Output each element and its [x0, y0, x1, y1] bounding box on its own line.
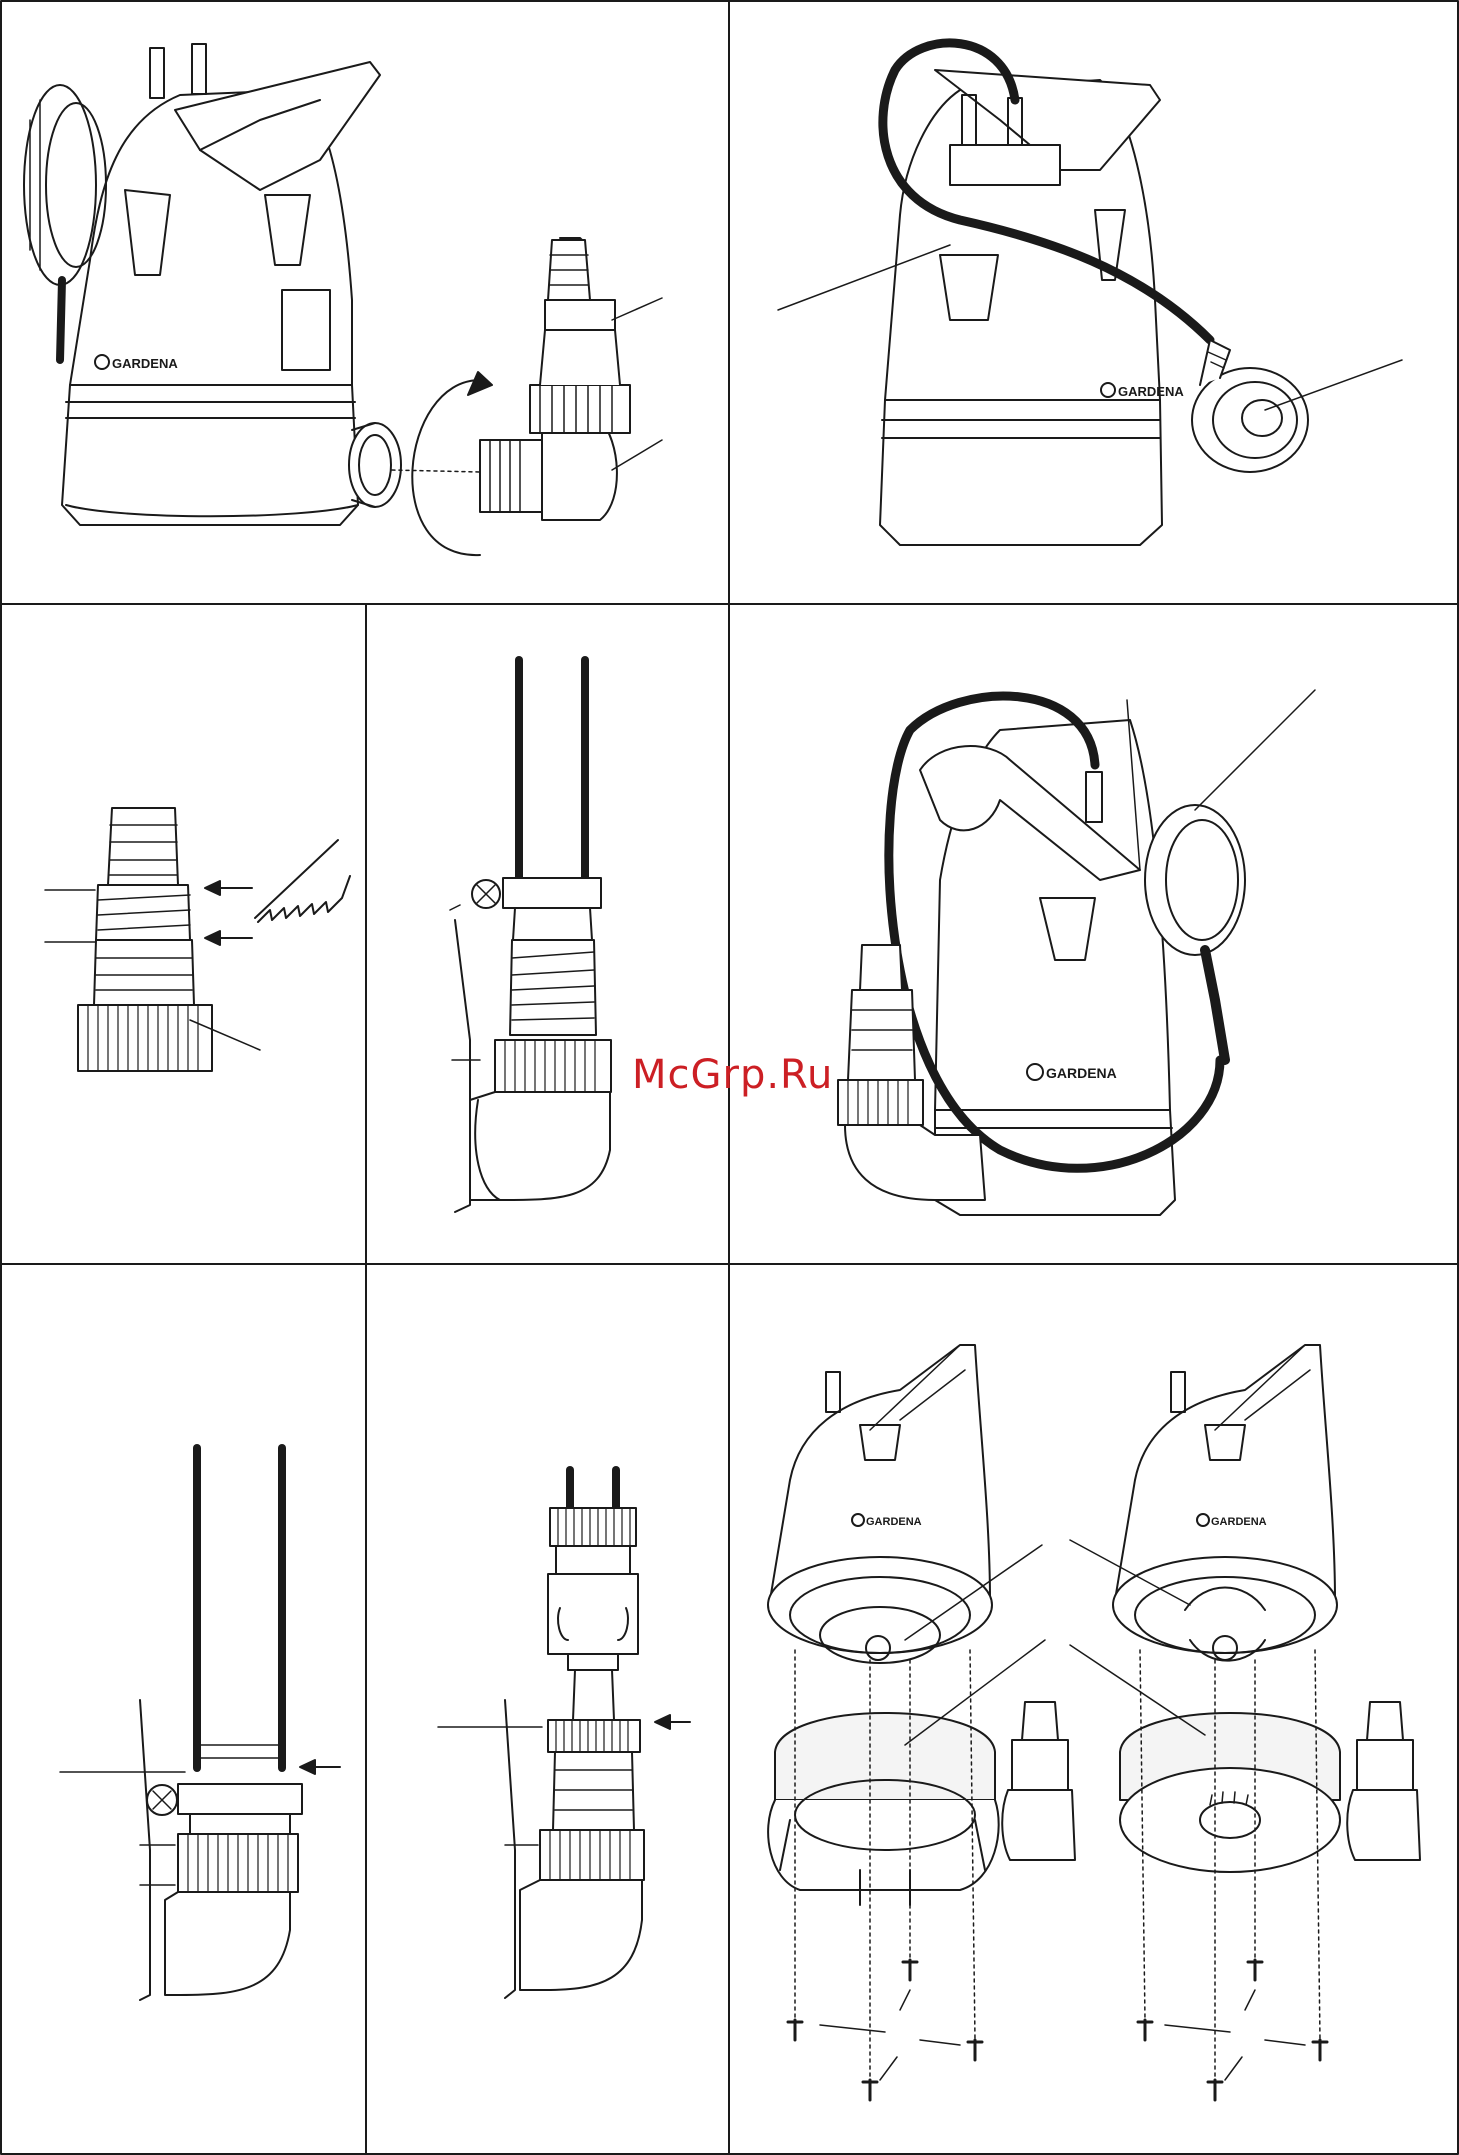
gardena-logo: GARDENA [1211, 1516, 1267, 1528]
elbow-connector [480, 238, 630, 520]
panel-middle-left [45, 808, 350, 1071]
hose [570, 1470, 616, 1508]
gardena-logo: GARDENA [112, 356, 178, 371]
gardena-logo: GARDENA [1118, 384, 1184, 399]
hose-clamp [147, 1784, 302, 1815]
pump-body [880, 70, 1162, 545]
panel-middle-center [450, 660, 611, 1212]
panel-top-right: GARDENA [778, 43, 1402, 545]
panel-bottom-center [438, 1470, 690, 1998]
hose [519, 660, 585, 878]
hose [197, 1448, 282, 1768]
gardena-logo: GARDENA [1046, 1065, 1117, 1081]
panel-top-left: GARDENA [24, 44, 662, 555]
pump-left [768, 1345, 992, 1663]
saw-icon [255, 840, 350, 922]
elbow-connector-left [1002, 1702, 1075, 1860]
pump-body [24, 44, 380, 525]
panel-bottom-left [60, 1448, 340, 2000]
rotation-arrow [412, 380, 480, 555]
hose-clamp [472, 878, 601, 908]
panel-bottom-right: GARDENA GARDENA [768, 1345, 1420, 2100]
watermark: McGrp.Ru [632, 1052, 833, 1098]
quick-connector [548, 1508, 638, 1670]
gardena-logo: GARDENA [866, 1516, 922, 1528]
panel-middle-right: GARDENA [838, 690, 1315, 1215]
pump-right [1113, 1345, 1337, 1661]
pump-base-right [1120, 1713, 1340, 1872]
elbow-connector-right [1347, 1702, 1420, 1860]
hose-adaptor [78, 808, 212, 1071]
pump-base-left [768, 1713, 999, 1905]
float-switch [1192, 340, 1308, 472]
